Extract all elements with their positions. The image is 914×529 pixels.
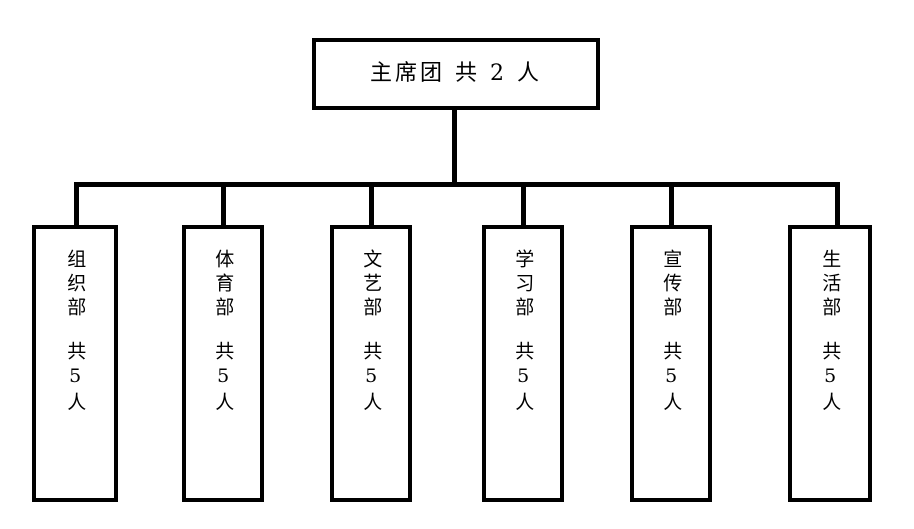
org-node-study-name: 学习部 bbox=[512, 249, 535, 321]
connector-drop-arts bbox=[369, 182, 374, 225]
org-node-welfare-name: 生活部 bbox=[819, 249, 842, 321]
org-node-study-count: 共5人 bbox=[512, 341, 535, 416]
connector-drop-publicity bbox=[669, 182, 674, 225]
org-node-organization-count: 共5人 bbox=[64, 341, 87, 416]
org-node-welfare[interactable]: 生活部 共5人 bbox=[788, 225, 872, 502]
org-node-presidium[interactable]: 主席团 共 2 人 bbox=[312, 38, 600, 110]
org-node-organization[interactable]: 组织部 共5人 bbox=[32, 225, 118, 502]
org-node-publicity[interactable]: 宣传部 共5人 bbox=[630, 225, 712, 502]
connector-drop-study bbox=[521, 182, 526, 225]
connector-drop-sports bbox=[221, 182, 226, 225]
org-node-arts[interactable]: 文艺部 共5人 bbox=[330, 225, 412, 502]
org-node-welfare-count: 共5人 bbox=[819, 341, 842, 416]
connector-drop-welfare bbox=[835, 182, 840, 225]
org-node-arts-count: 共5人 bbox=[360, 341, 383, 416]
connector-horizontal-bus bbox=[74, 182, 840, 187]
connector-drop-organization bbox=[74, 182, 79, 225]
org-node-sports[interactable]: 体育部 共5人 bbox=[182, 225, 264, 502]
org-node-study[interactable]: 学习部 共5人 bbox=[482, 225, 564, 502]
org-node-sports-count: 共5人 bbox=[212, 341, 235, 416]
org-node-organization-name: 组织部 bbox=[64, 249, 87, 321]
org-node-sports-name: 体育部 bbox=[212, 249, 235, 321]
org-node-presidium-label: 主席团 共 2 人 bbox=[370, 61, 542, 86]
connector-root-stem bbox=[452, 110, 457, 185]
org-node-arts-name: 文艺部 bbox=[360, 249, 383, 321]
org-node-publicity-name: 宣传部 bbox=[660, 249, 683, 321]
org-node-publicity-count: 共5人 bbox=[660, 341, 683, 416]
